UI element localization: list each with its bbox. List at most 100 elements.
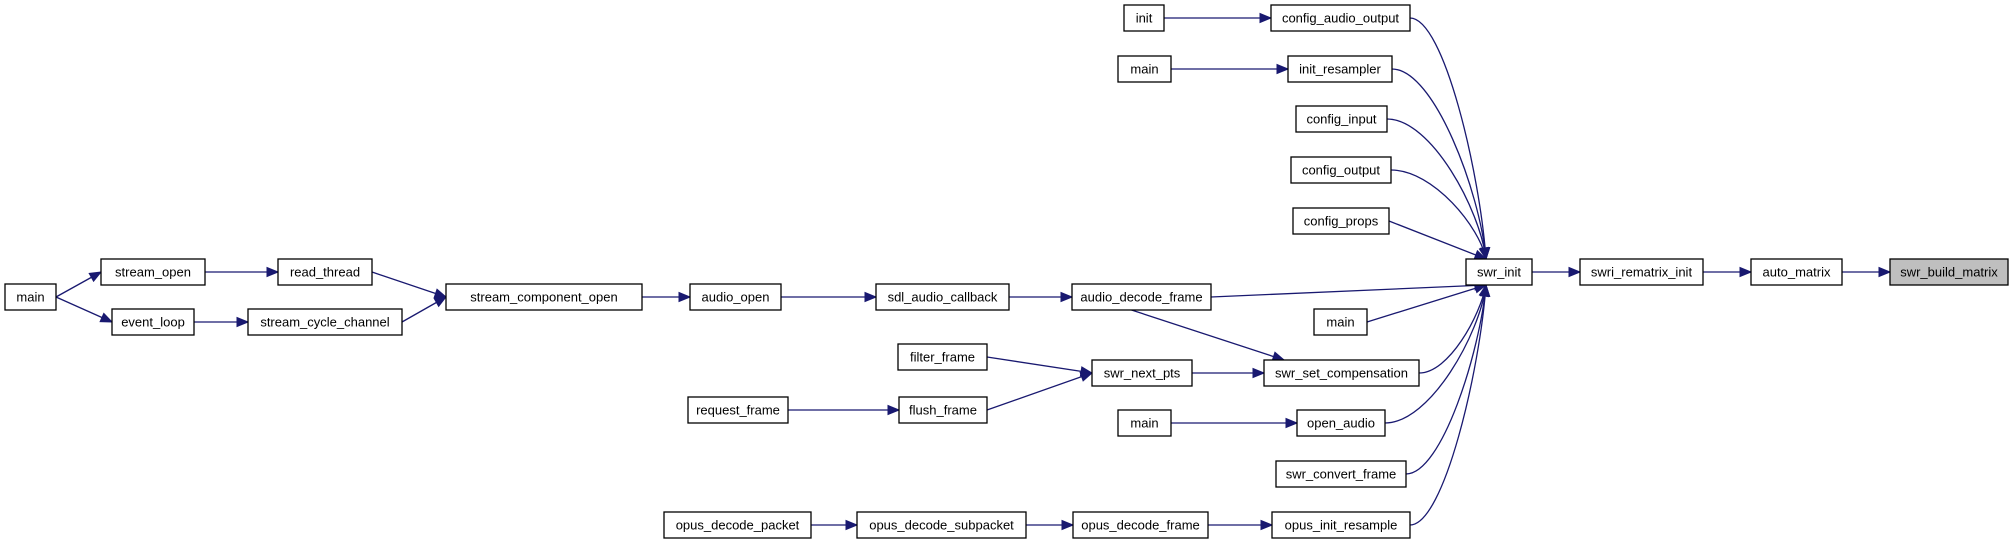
node-box: [898, 396, 988, 424]
node-audio-open[interactable]: audio_open: [689, 283, 782, 311]
node-label: filter_frame: [910, 350, 975, 365]
node-config-props[interactable]: config_props: [1292, 207, 1390, 235]
node-swr-init[interactable]: swr_init: [1465, 258, 1533, 286]
nodes-layer: swr_build_matrix auto_matrix swri_rematrix…: [4, 4, 2009, 539]
node-main-b[interactable]: main: [1117, 55, 1172, 83]
node-filter-frame[interactable]: filter_frame: [897, 343, 988, 371]
node-label: config_input: [1306, 112, 1376, 127]
edge-audio-decode-frame-to-swr-set-compensation: [1131, 309, 1285, 361]
node-opus-decode-frame[interactable]: opus_decode_frame: [1072, 511, 1209, 539]
node-box: [663, 511, 812, 539]
node-open-audio[interactable]: open_audio: [1296, 409, 1386, 437]
edge-arrowhead: [1260, 519, 1274, 531]
node-swr-convert-frame[interactable]: swr_convert_frame: [1275, 460, 1407, 488]
node-label: auto_matrix: [1763, 265, 1831, 280]
node-label: stream_open: [115, 265, 191, 280]
node-label: request_frame: [696, 403, 780, 418]
node-init[interactable]: init: [1123, 4, 1165, 32]
edge-arrowhead: [678, 291, 692, 303]
edge-arrowhead: [1739, 266, 1753, 278]
node-box: [875, 283, 1010, 311]
node-label: event_loop: [121, 315, 185, 330]
node-opus-init-resample[interactable]: opus_init_resample: [1271, 511, 1411, 539]
edge-flush-frame-to-swr-next-pts: [986, 372, 1093, 411]
node-box: [1091, 359, 1193, 387]
node-box: [1290, 156, 1392, 184]
node-event-loop[interactable]: event_loop: [111, 308, 195, 336]
edges-layer: [55, 12, 1892, 531]
node-auto-matrix[interactable]: auto_matrix: [1750, 258, 1843, 286]
node-label: stream_component_open: [470, 290, 617, 305]
node-box: [1071, 283, 1212, 311]
node-box: [1292, 207, 1390, 235]
node-box: [1117, 55, 1172, 83]
edge-opus-init-resample-to-swr-init: [1409, 284, 1487, 526]
node-box: [1263, 359, 1420, 387]
node-flush-frame[interactable]: flush_frame: [898, 396, 988, 424]
edge-arrowhead: [433, 296, 448, 308]
node-box: [4, 283, 57, 311]
edge-config-input-to-swr-init: [1386, 118, 1487, 260]
node-label: sdl_audio_callback: [888, 290, 998, 305]
node-label: audio_decode_frame: [1080, 290, 1202, 305]
edge-main-a-to-swr-init: [1366, 284, 1487, 323]
node-main-d[interactable]: main: [4, 283, 57, 311]
node-config-input[interactable]: config_input: [1295, 105, 1388, 133]
node-config-audio-output[interactable]: config_audio_output: [1270, 4, 1411, 32]
node-label: opus_decode_frame: [1081, 518, 1200, 533]
node-box: [247, 308, 403, 336]
node-box: [897, 343, 988, 371]
node-opus-decode-packet[interactable]: opus_decode_packet: [663, 511, 812, 539]
node-label: main: [1326, 315, 1354, 330]
node-box: [1072, 511, 1209, 539]
node-box: [445, 283, 643, 311]
node-init-resampler[interactable]: init_resampler: [1287, 55, 1393, 83]
node-label: audio_open: [702, 290, 770, 305]
node-swr-next-pts[interactable]: swr_next_pts: [1091, 359, 1193, 387]
edge-arrowhead: [1276, 63, 1290, 75]
edge-arrowhead: [1259, 12, 1273, 24]
node-opus-decode-subpacket[interactable]: opus_decode_subpacket: [856, 511, 1027, 539]
node-box: [111, 308, 195, 336]
edge-swr-convert-frame-to-swr-init: [1405, 284, 1487, 475]
node-label: opus_decode_packet: [676, 518, 800, 533]
node-swri-rematrix-init[interactable]: swri_rematrix_init: [1579, 258, 1704, 286]
edge-audio-decode-frame-to-swr-init: [1210, 284, 1487, 298]
node-label: flush_frame: [909, 403, 977, 418]
node-stream-cycle-channel[interactable]: stream_cycle_channel: [247, 308, 403, 336]
node-request-frame[interactable]: request_frame: [687, 396, 789, 424]
node-label: init: [1136, 11, 1153, 26]
edge-arrowhead: [1568, 266, 1582, 278]
edge-arrowhead: [1478, 246, 1489, 261]
node-box: [1750, 258, 1843, 286]
node-box: [1123, 4, 1165, 32]
node-label: config_audio_output: [1282, 11, 1399, 26]
node-box: [1579, 258, 1704, 286]
node-label: main: [1130, 62, 1158, 77]
node-swr-set-compensation[interactable]: swr_set_compensation: [1263, 359, 1420, 387]
edge-arrowhead: [845, 519, 859, 531]
node-sdl-audio-callback[interactable]: sdl_audio_callback: [875, 283, 1010, 311]
node-audio-decode-frame[interactable]: audio_decode_frame: [1071, 283, 1212, 311]
node-box: [1117, 409, 1172, 437]
node-box: [1287, 55, 1393, 83]
node-box: [689, 283, 782, 311]
edge-arrowhead: [1252, 367, 1266, 379]
node-stream-open[interactable]: stream_open: [100, 258, 206, 286]
node-box: [100, 258, 206, 286]
node-stream-component-open[interactable]: stream_component_open: [445, 283, 643, 311]
edge-filter-frame-to-swr-next-pts: [986, 356, 1093, 374]
node-main-a[interactable]: main: [1313, 308, 1368, 336]
node-label: open_audio: [1307, 416, 1375, 431]
node-main-c[interactable]: main: [1117, 409, 1172, 437]
edge-arrowhead: [1079, 371, 1094, 382]
node-box: [1270, 4, 1411, 32]
node-box: [1296, 409, 1386, 437]
edge-arrowhead: [236, 316, 250, 328]
node-config-output[interactable]: config_output: [1290, 156, 1392, 184]
edge-arrowhead: [1060, 291, 1074, 303]
edge-arrowhead: [1479, 283, 1491, 297]
node-read-thread[interactable]: read_thread: [277, 258, 373, 286]
node-swr-build-matrix[interactable]: swr_build_matrix: [1889, 258, 2009, 286]
